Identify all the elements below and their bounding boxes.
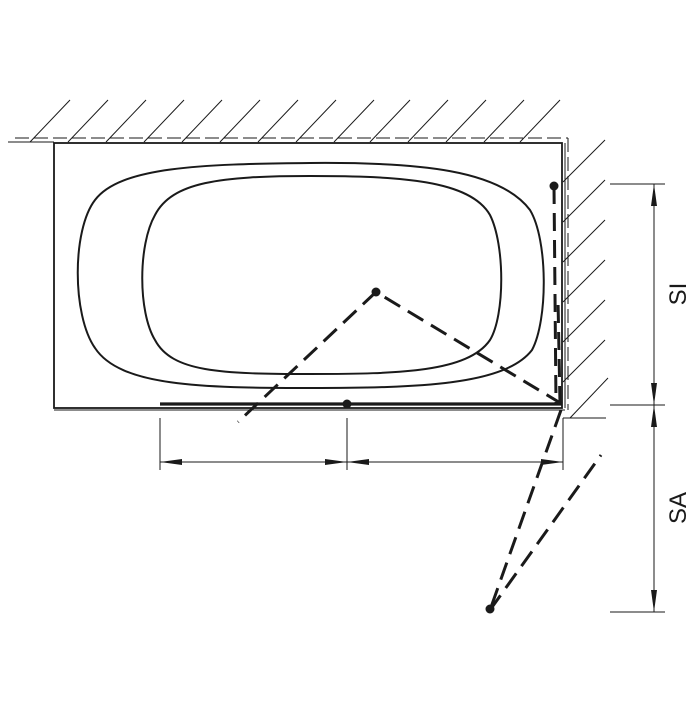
wall-hatching-top <box>8 99 569 410</box>
dimension-sa <box>610 405 665 613</box>
pivot-top-right <box>549 181 559 191</box>
wall-hatching-right <box>562 139 609 470</box>
pivot-points <box>342 181 559 614</box>
swing-panel-positions <box>236 185 603 611</box>
dimension-width <box>159 418 564 470</box>
tub-inner-oval <box>141 174 503 376</box>
label-sa: SA <box>665 492 692 524</box>
pivot-outside <box>485 604 495 614</box>
pivot-front-mid <box>342 399 352 409</box>
label-si: SI <box>665 283 692 306</box>
dimension-si <box>610 183 665 406</box>
pivot-center <box>371 287 381 297</box>
bathtub-outline <box>53 142 566 411</box>
tub-outer-oval <box>76 161 545 390</box>
